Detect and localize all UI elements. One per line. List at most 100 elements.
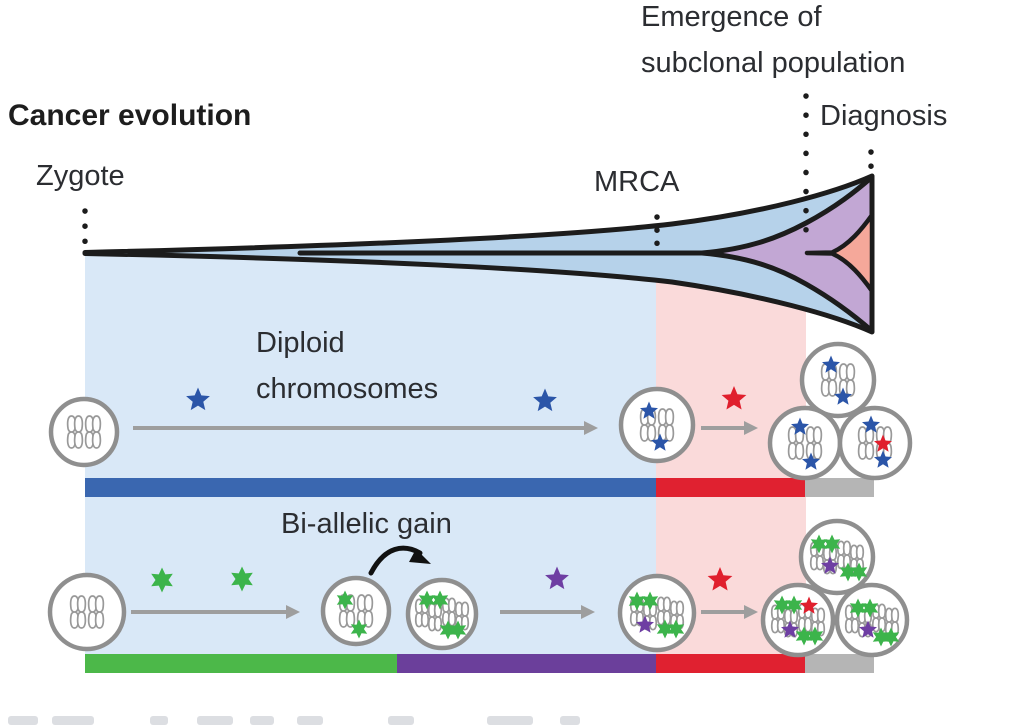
chromosome [356,594,374,628]
chromosome [787,426,805,460]
biallelic-gain-label: Bi-allelic gain [281,508,452,540]
chromosome [820,363,838,397]
cell [767,405,843,481]
mutation-star [707,567,733,591]
mutation-star [850,562,868,582]
diploid-label-line2: chromosomes [256,373,439,405]
cell [48,396,120,468]
cell [798,518,876,596]
timeline-subclonal-red-2 [656,654,805,673]
chromatid [76,595,87,629]
mutation-star [834,387,852,405]
chromatid [639,408,650,442]
cell [320,575,392,647]
arrow-head [286,605,300,619]
mutation-star [839,562,857,582]
mutation-star [449,620,467,640]
emergence-label: Emergence of subclonal population [641,1,906,94]
mutation-star [806,626,824,646]
mutation-star [810,534,828,554]
cropped-glyph-mark [250,716,274,725]
chromatid [84,415,95,449]
chromatid [460,601,470,631]
cropped-glyph-mark [150,716,168,725]
mutation-star [636,615,654,633]
mutation-star [186,387,210,411]
timeline-gray-1 [805,478,874,497]
arrow [131,605,300,619]
mutation-star [656,619,674,639]
emergence-label-line2: subclonal population [641,47,906,79]
mutation-star [874,450,892,468]
mutation-star [336,590,354,610]
mutation-star [874,434,892,452]
arrow [701,605,758,619]
chromosome [87,595,105,629]
chromatid [845,363,856,397]
mutation-star [641,591,659,611]
chromatid [770,604,780,634]
chromatid [842,540,852,570]
chromatid [94,595,105,629]
chromosome [84,415,102,449]
mutation-star [545,566,569,590]
chromatid [73,415,84,449]
cell-membrane [48,396,120,468]
mutation-star [823,534,841,554]
mutation-star [431,590,449,610]
mrca-label: MRCA [594,166,680,198]
cropped-glyph-mark [388,716,414,725]
cell [837,405,913,481]
chromatid [877,603,887,633]
chromosome [414,598,430,628]
arrow-head [744,605,758,619]
mutation-star [791,417,809,435]
figure-title: Cancer evolution [8,99,252,132]
diploid-label-line1: Diploid [256,327,345,359]
timeline-subclonal-red-1 [656,478,805,497]
emergence-label-line1: Emergence of [641,1,822,33]
cell [799,341,877,419]
chromatid [864,426,875,460]
mutation-star [439,620,457,640]
diploid-label: Diploid chromosomes [256,327,439,420]
chromatid [816,607,826,637]
mutation-star [821,556,839,574]
chromatid [827,363,838,397]
cell [834,582,910,658]
arrow-head [584,421,598,435]
chromosome [657,408,675,442]
chromatid [794,426,805,460]
chromosome [441,597,457,627]
mutation-star [882,627,900,647]
cropped-glyph-mark [487,716,533,725]
chromatid [857,426,868,460]
mutation-star [773,595,791,615]
mutation-star [628,591,646,611]
mutation-star [667,619,685,639]
chromatid [363,594,374,628]
cell [47,572,127,652]
arrow-head [744,421,758,435]
mutation-star [861,598,879,618]
cropped-glyph-mark [8,716,38,725]
cell [405,577,479,651]
diagnosis-label: Diagnosis [820,100,948,132]
cropped-glyph-mark [560,716,580,725]
mutation-star [640,401,658,419]
cropped-glyph-mark [197,716,233,725]
subclone-wedge-shape [804,212,875,294]
timeline-clonal-purple [397,654,656,673]
chromatid [433,602,443,632]
mutation-star [802,452,820,470]
chromatid [427,602,437,632]
timeline-clonal-green [85,654,397,673]
chromosome [805,426,823,460]
cell [618,386,696,464]
mutation-star [785,595,803,615]
biallelic-gain-arrow [368,545,431,576]
mutation-star [418,590,436,610]
cropped-bottom-text-fragment [0,714,1022,726]
